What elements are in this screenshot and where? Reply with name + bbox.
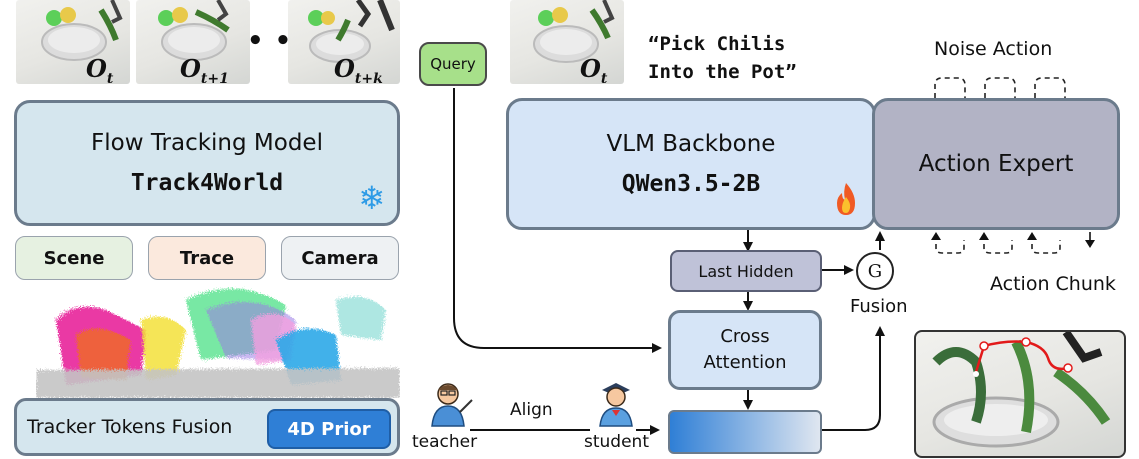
- 4d-prior-badge: 4D Prior: [267, 409, 391, 449]
- query-to-cross-attention-arrow: [453, 88, 662, 353]
- scene-label: Scene: [43, 247, 105, 269]
- observation-frame-tk: Ot+k: [288, 0, 400, 84]
- robot-scene-image: [308, 0, 395, 63]
- gate-circle: G: [856, 252, 894, 290]
- fusion-label: Fusion: [850, 296, 908, 317]
- cross-attention-line-1: Cross: [720, 326, 770, 347]
- align-label: Align: [510, 400, 553, 420]
- teacher-label: teacher: [412, 432, 478, 452]
- observation-frame-t: Ot: [16, 0, 130, 84]
- 4d-point-cloud-image: [36, 288, 400, 398]
- trace-label: Trace: [179, 247, 235, 269]
- vlm-title: VLM Backbone: [606, 131, 776, 157]
- cross-attention-box: Cross Attention: [668, 310, 822, 390]
- noise-action-loops: [934, 77, 1066, 98]
- last-hidden-box: Last Hidden: [670, 250, 822, 292]
- action-chunk-label: Action Chunk: [990, 273, 1116, 295]
- fire-icon: [831, 181, 861, 221]
- teacher-icon: [428, 380, 474, 432]
- token-to-fusion-arrow: [822, 326, 885, 431]
- trajectory-image: [914, 330, 1126, 458]
- frame-label: Ot: [86, 54, 114, 84]
- robot-scene-image: [41, 0, 123, 61]
- noise-action-label: Noise Action: [934, 38, 1053, 60]
- frame-label: Ot: [580, 54, 608, 84]
- observation-frame-t1: Ot+1: [136, 0, 250, 84]
- query-box: Query: [419, 42, 487, 86]
- last-hidden-label: Last Hidden: [698, 261, 794, 281]
- robot-scene-image: [158, 0, 230, 61]
- action-chunk-loops: [935, 235, 1061, 254]
- current-observation-frame: Ot: [510, 0, 624, 84]
- vlm-name: QWen3.5-2B: [621, 171, 761, 197]
- student-token-bar: [668, 410, 822, 454]
- 4d-prior-label: 4D Prior: [287, 418, 371, 440]
- instruction-line-1: “Pick Chilis: [648, 33, 786, 55]
- instruction-text: “Pick Chilis Into the Pot”: [648, 30, 797, 86]
- robot-scene-image: [533, 0, 615, 63]
- camera-output: Camera: [281, 236, 399, 280]
- student-icon: [596, 380, 636, 432]
- tracker-tokens-fusion-box: Tracker Tokens Fusion 4D Prior: [14, 398, 400, 456]
- scene-output: Scene: [15, 236, 133, 280]
- cross-attention-line-2: Attention: [703, 352, 787, 373]
- snowflake-icon: ❄: [358, 179, 385, 217]
- trace-output: Trace: [148, 236, 266, 280]
- flow-model-title: Flow Tracking Model: [91, 130, 323, 156]
- action-expert-title: Action Expert: [918, 151, 1074, 177]
- instruction-line-2: Into the Pot”: [648, 61, 797, 83]
- flow-model-name: Track4World: [130, 170, 284, 196]
- flow-tracking-model-box: Flow Tracking Model Track4World ❄: [14, 100, 400, 226]
- student-label: student: [584, 432, 649, 452]
- action-expert-box: Action Expert: [872, 98, 1120, 230]
- tracker-tokens-fusion-label: Tracker Tokens Fusion: [27, 416, 233, 438]
- camera-label: Camera: [301, 247, 379, 269]
- frame-label: Ot+k: [334, 54, 383, 84]
- frame-label: Ot+1: [180, 54, 229, 84]
- gate-symbol: G: [867, 260, 883, 282]
- vlm-backbone-box: VLM Backbone QWen3.5-2B: [506, 98, 876, 230]
- query-label: Query: [430, 55, 476, 73]
